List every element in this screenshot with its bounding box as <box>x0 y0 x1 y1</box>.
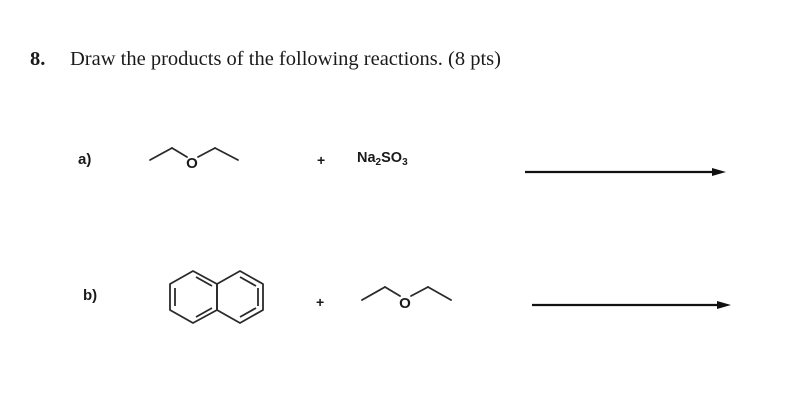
reaction-b-diethyl-ether-structure <box>361 286 452 301</box>
formula-part: Na <box>357 150 376 166</box>
reaction-a-oxygen-atom: O <box>186 155 198 172</box>
reaction-b-plus: + <box>316 294 325 310</box>
reaction-a-label: a) <box>78 151 92 168</box>
reaction-a-reagent-sodium-sulfite: Na2SO3 <box>357 150 408 168</box>
reaction-b-arrow <box>532 301 731 309</box>
reaction-b-naphthalene-structure <box>169 270 264 324</box>
reaction-b-oxygen-atom: O <box>399 295 411 312</box>
formula-subscript: 2 <box>375 157 382 168</box>
formula-subscript: 3 <box>402 157 408 168</box>
reaction-a-arrow <box>525 168 726 176</box>
reaction-a-plus: + <box>317 152 326 168</box>
question-header: 8. Draw the products of the following rea… <box>30 48 501 71</box>
reaction-b-label: b) <box>83 287 98 304</box>
question-prompt: Draw the products of the following react… <box>70 48 501 70</box>
reaction-a-diethyl-ether-structure <box>149 147 239 161</box>
formula-part: SO <box>381 150 403 166</box>
question-number: 8. <box>30 48 46 70</box>
